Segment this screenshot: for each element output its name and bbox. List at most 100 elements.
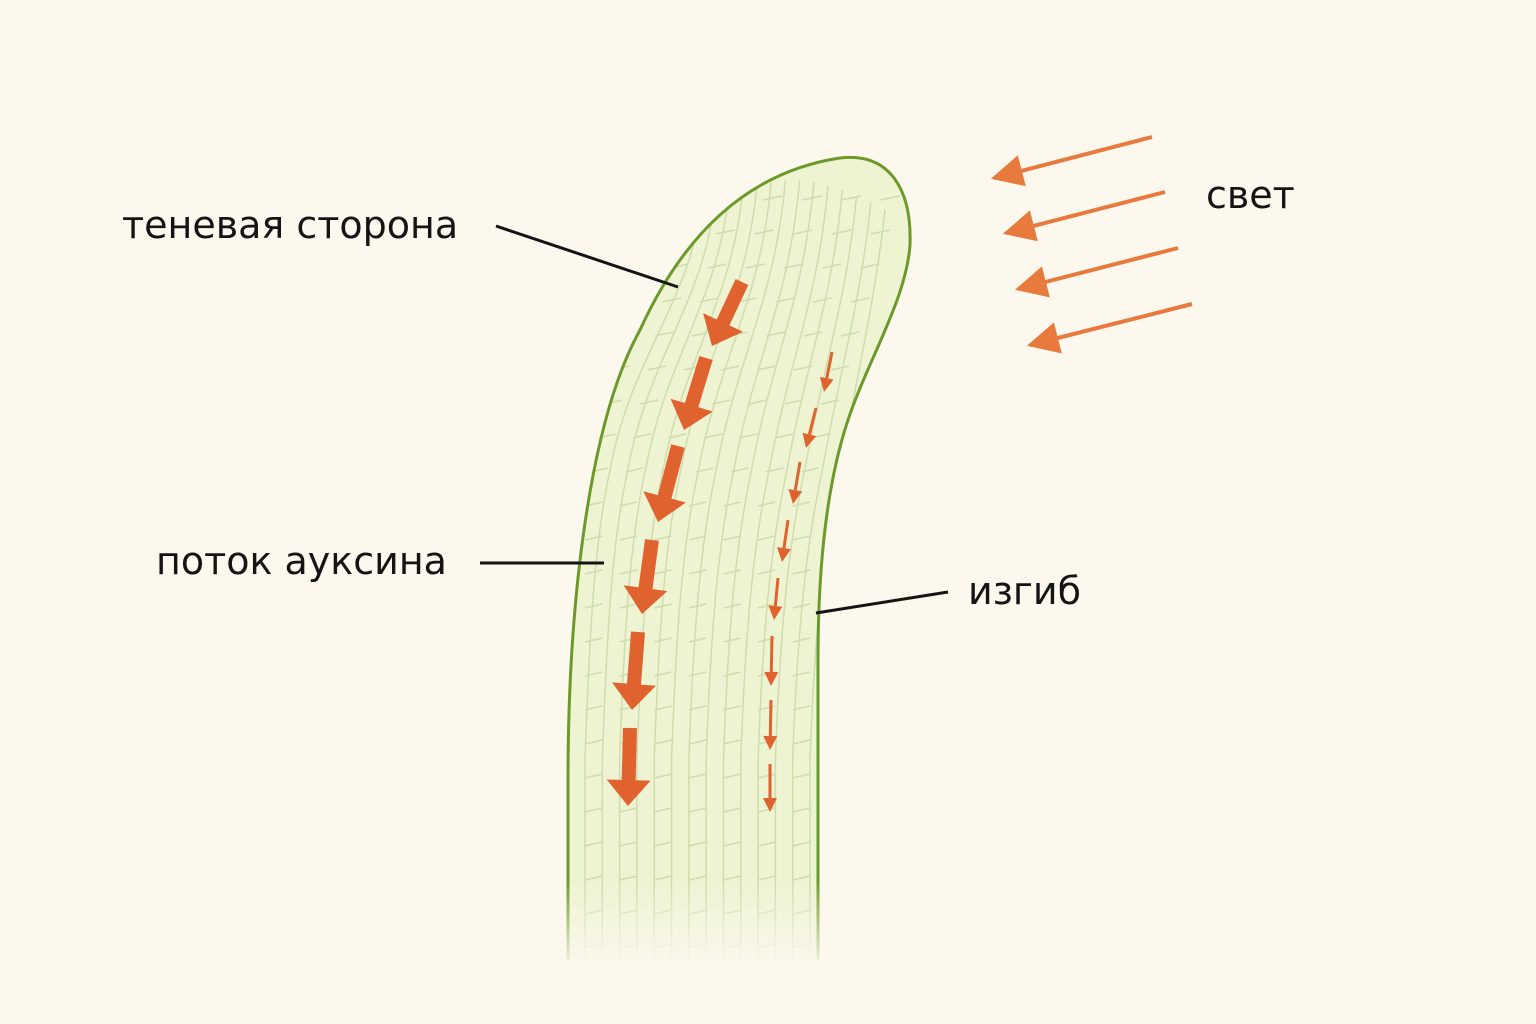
down-arrow-icon [768, 577, 783, 620]
cell-cross-wall [784, 399, 803, 405]
cell-cross-wall [688, 841, 707, 847]
cell-cross-wall [800, 467, 819, 473]
auxin-arrows-shade [606, 279, 749, 806]
cell-cross-wall [712, 399, 731, 405]
cell-cross-wall [792, 671, 811, 677]
cell-cross-wall [654, 807, 672, 813]
shade-side-leader [495, 224, 679, 289]
cell-cross-wall [757, 569, 776, 575]
cell-cross-wall [631, 263, 651, 269]
cell-cross-wall [688, 807, 707, 813]
cell-cross-wall [748, 399, 767, 405]
cell-cross-wall [688, 671, 707, 677]
cell-cross-wall [638, 229, 658, 235]
down-arrow-icon [777, 519, 791, 562]
cell-cross-wall [766, 331, 786, 337]
cell-cross-wall [676, 229, 697, 235]
cell-cross-wall [647, 365, 667, 371]
cell-cross-wall [688, 705, 707, 711]
cell-cross-wall [822, 263, 842, 269]
stem-outline-left [566, 155, 912, 960]
cell-cross-wall [584, 773, 603, 779]
cell-cross-wall [757, 841, 776, 847]
cell-cross-wall [723, 739, 741, 745]
cell-cross-wall [688, 739, 707, 745]
shade-side-label: теневая сторона [122, 203, 459, 247]
cell-cross-wall [775, 433, 794, 439]
bend-label: изгиб [968, 569, 1081, 613]
cell-cross-wall [584, 671, 603, 677]
cell-cross-wall [792, 739, 811, 745]
cell-cross-wall [654, 331, 674, 337]
cell-cross-wall [723, 807, 741, 813]
cell-cross-wall [792, 603, 811, 609]
cell-cross-wall [699, 297, 719, 303]
cell-cross-wall [730, 467, 749, 473]
cell-cross-wall [619, 569, 638, 575]
cell-cross-wall [644, 195, 665, 201]
cell-cross-wall [757, 603, 776, 609]
cell-cross-wall [688, 535, 707, 541]
cell-cross-wall [757, 875, 776, 881]
cell-cross-wall [654, 671, 672, 677]
cell-cross-wall [584, 569, 603, 575]
cell-cross-wall [662, 297, 682, 303]
cell-cross-wall [688, 603, 707, 609]
cell-cross-wall [617, 331, 637, 337]
cell-cross-wall [691, 331, 711, 337]
cell-cross-wall [688, 569, 707, 575]
left-arrow-icon [1026, 302, 1193, 354]
cell-cross-wall [757, 501, 776, 507]
stem [540, 155, 912, 970]
cell-cross-wall [654, 603, 672, 609]
cell-cross-wall [792, 535, 811, 541]
cell-cross-wall [792, 773, 811, 779]
down-arrow-icon [623, 539, 668, 614]
cell-wall-line [670, 181, 772, 960]
down-arrow-icon [819, 351, 834, 392]
light-rays [990, 135, 1193, 354]
cell-cross-wall [619, 535, 638, 541]
left-arrow-icon [990, 135, 1153, 187]
cell-cross-wall [723, 569, 741, 575]
left-arrow-icon [1014, 246, 1179, 298]
cell-cross-wall [880, 195, 901, 201]
cell-cross-wall [619, 875, 638, 881]
cell-cross-wall [584, 807, 603, 813]
down-arrow-icon [764, 635, 779, 686]
cell-cross-wall [654, 773, 672, 779]
cell-cross-wall [723, 501, 741, 507]
cell-cross-wall [654, 535, 672, 541]
cell-cross-wall [783, 263, 804, 269]
cell-cross-wall [654, 637, 672, 643]
bend-leader [815, 590, 949, 615]
cell-cross-wall [707, 263, 728, 269]
leader-lines [480, 224, 949, 615]
cell-cross-wall [624, 297, 644, 303]
auxin-arrows-lit [763, 351, 834, 812]
down-arrow-icon [763, 699, 778, 750]
cell-cross-wall [715, 229, 736, 235]
cell-cross-wall [850, 297, 870, 303]
cell-cross-wall [688, 501, 707, 507]
cell-cross-wall [584, 739, 603, 745]
cell-cross-wall [792, 705, 811, 711]
cell-cross-wall [723, 603, 741, 609]
cell-cross-wall [757, 535, 776, 541]
cell-cross-wall [841, 195, 861, 201]
cell-wall-line [601, 202, 715, 960]
cell-cross-wall [723, 705, 741, 711]
cell-wall-line [757, 190, 844, 960]
cell-cross-wall [792, 501, 811, 507]
cell-cross-wall [831, 229, 852, 235]
cell-cross-wall [584, 637, 603, 643]
cell-cross-wall [584, 603, 603, 609]
cell-wall-line [584, 209, 701, 960]
cell-cross-wall [757, 705, 776, 711]
down-arrow-icon [612, 631, 656, 710]
cell-cross-wall [860, 263, 880, 269]
cell-cross-wall [688, 637, 707, 643]
cell-cross-wall [792, 807, 811, 813]
cell-cross-wall [619, 603, 638, 609]
cell-cross-wall [820, 399, 839, 405]
